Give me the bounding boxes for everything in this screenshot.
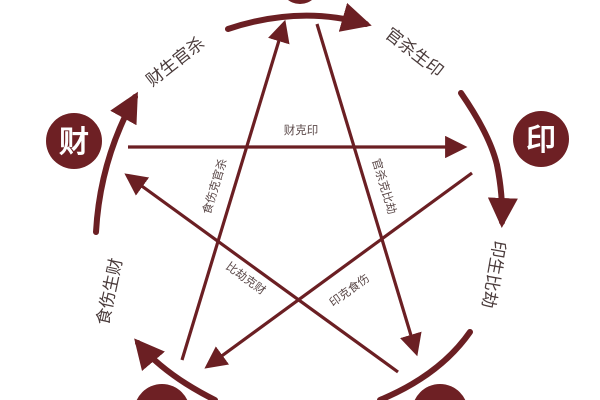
label-cai-ke-yin: 财克印 (284, 123, 319, 137)
label-bijie-ke-cai: 比劫克财 (223, 259, 268, 297)
label-cai-sheng-guansha: 财生官杀 (143, 33, 209, 91)
label-shishang-sheng-cai: 食伤生财 (93, 256, 127, 327)
badge-cai-label: 财 (59, 125, 89, 160)
badge-bottom-left (136, 384, 188, 400)
line-yin-ke-shishang (204, 171, 473, 369)
line-guansha-ke-bijie (315, 23, 422, 357)
line-shishang-ke-guansha (180, 19, 290, 361)
arc-right-upper (458, 90, 500, 168)
label-guansha-sheng-yin: 官杀生印 (381, 24, 447, 82)
arc-bottom-left (134, 338, 218, 400)
badge-cai: 财 (46, 113, 102, 169)
control-star (124, 19, 473, 374)
arc-top (225, 2, 372, 32)
arc-left (93, 91, 138, 235)
badge-yin-label: 印 (526, 123, 556, 158)
label-yin-sheng-bijie: 印生比劫 (477, 239, 509, 309)
arc-bottom-right (377, 329, 473, 400)
badge-yin: 印 (513, 111, 569, 167)
badge-bottom-right (414, 384, 466, 400)
badge-top (288, 0, 312, 4)
line-bijie-ke-cai (124, 173, 399, 374)
label-shishang-ke-guansha: 食伤克官杀 (199, 157, 229, 216)
generation-cycle (93, 2, 518, 400)
arc-right-lower (487, 162, 518, 228)
label-yin-ke-shishang: 印克食伤 (327, 271, 372, 309)
